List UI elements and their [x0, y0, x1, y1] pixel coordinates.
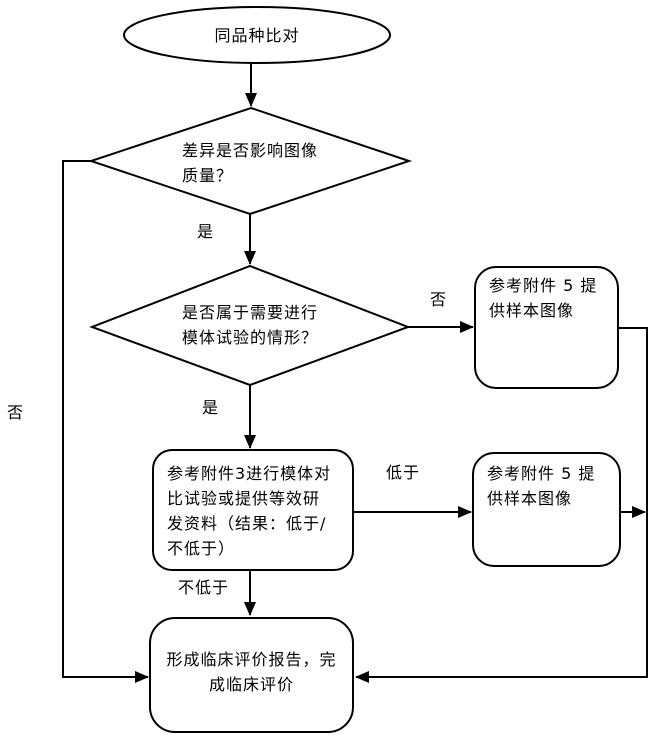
sample-image-top-line2: 供样本图像: [489, 301, 575, 320]
clinical-report-shape: [149, 617, 354, 733]
edge-sample-top-to-report: [355, 327, 648, 683]
decision-image-quality-line1: 差异是否影响图像: [182, 141, 319, 160]
decision-phantom-need-shape: [89, 264, 411, 387]
clinical-report-label: 形成临床评价报告，完 成临床评价: [150, 647, 353, 697]
phantom-comparison-line2: 比试验或提供等效研: [167, 489, 321, 508]
clinical-report-line1: 形成临床评价报告，完: [166, 650, 337, 669]
edge-label-yes-2: 是: [202, 398, 220, 417]
decision-phantom-need-label: 是否属于需要进行 模体试验的情形？: [182, 300, 318, 350]
edge-label-no-left: 否: [7, 403, 25, 422]
edge-label-not-lower: 不低于: [178, 578, 230, 597]
phantom-comparison-label: 参考附件3进行模体对 比试验或提供等效研 发资料（结果：低于/ 不低于）: [167, 461, 331, 561]
decision-image-quality-label: 差异是否影响图像 质量？: [182, 138, 318, 188]
sample-image-right-shape: [472, 452, 621, 567]
phantom-comparison-shape: [152, 449, 354, 571]
phantom-comparison-line3: 发资料（结果：低于/: [167, 514, 327, 533]
phantom-comparison-line1: 参考附件3进行模体对: [167, 464, 332, 483]
sample-image-top-label: 参考附件 5 提 供样本图像: [489, 273, 597, 323]
edge-label-lower: 低于: [386, 463, 421, 482]
decision-phantom-need-line1: 是否属于需要进行: [182, 303, 319, 322]
decision-image-quality-shape: [87, 106, 413, 216]
sample-image-right-label: 参考附件 5 提 供样本图像: [487, 461, 595, 511]
sample-image-right-line2: 供样本图像: [487, 489, 573, 508]
sample-image-top-line1: 参考附件 5 提: [489, 276, 598, 295]
clinical-report-line2: 成临床评价: [208, 675, 294, 694]
edge-label-no-right: 否: [430, 290, 448, 309]
sample-image-top-shape: [474, 266, 619, 389]
start-node-shape: [123, 6, 391, 64]
decision-image-quality-line2: 质量？: [182, 166, 234, 185]
edge-label-yes-1: 是: [197, 222, 215, 241]
phantom-comparison-line4: 不低于）: [167, 539, 236, 558]
start-node-label: 同品种比对: [214, 26, 300, 45]
decision-phantom-need-line2: 模体试验的情形？: [182, 328, 319, 347]
sample-image-right-line1: 参考附件 5 提: [487, 464, 596, 483]
edge-decision1-no-to-report: [62, 160, 149, 683]
